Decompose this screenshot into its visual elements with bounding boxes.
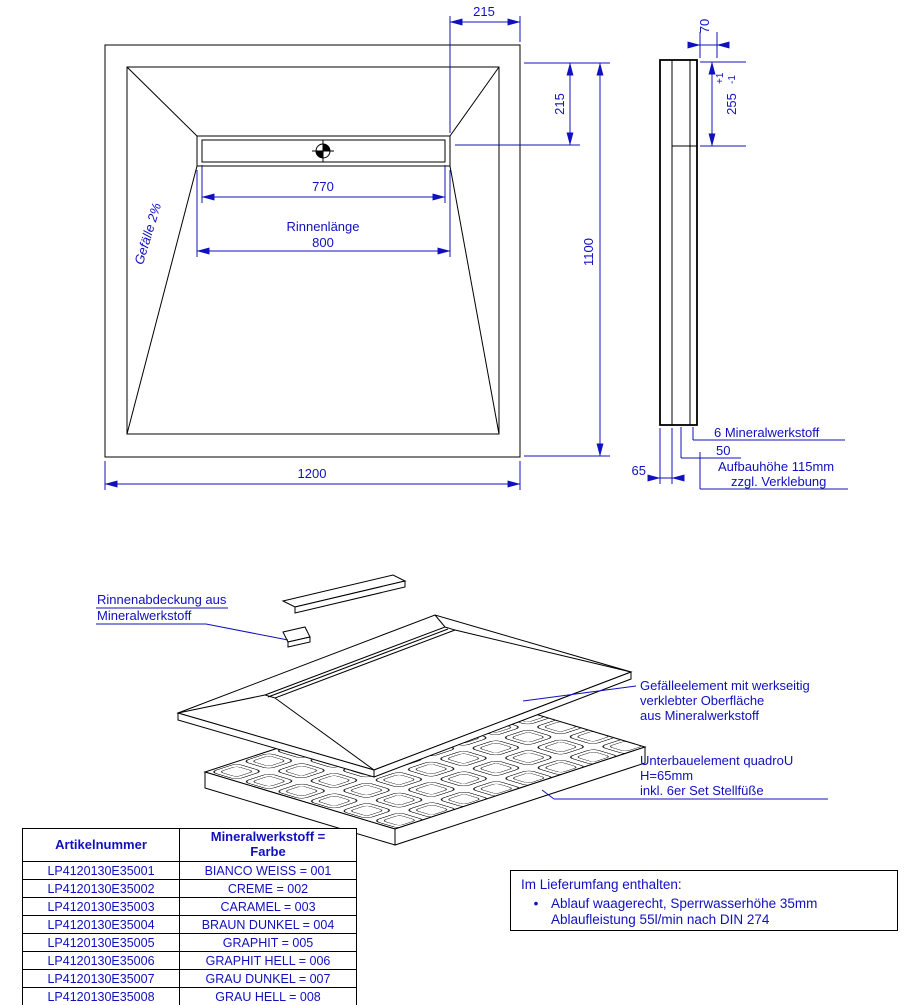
dim-770: 770 (201, 165, 446, 203)
slope-element (176, 614, 633, 778)
artikelnummer-cell: LP4120130E35002 (22, 879, 180, 898)
exploded-view: Rinnenabdeckung aus Mineralwerkstoff Gef… (96, 574, 828, 846)
cover-label-line2: Mineralwerkstoff (97, 608, 192, 623)
surface-layer-note: 6 Mineralwerkstoff (714, 425, 820, 440)
slope-annotation: Gefälle 2% (131, 201, 164, 266)
verklebung-note: zzgl. Verklebung (731, 474, 826, 489)
farbe-header-line2: Farbe (250, 844, 286, 859)
slope-right-side (373, 671, 632, 778)
delivery-item-line1: Ablauf waagerecht, Sperrwasserhöhe 35mm (551, 895, 818, 911)
dim-label-1200: 1200 (298, 466, 327, 481)
cover-front-face (294, 580, 406, 614)
delivery-scope-box: Im Lieferumfang enthalten: • Ablauf waag… (510, 870, 898, 931)
dim-1200: 1200 (104, 461, 521, 490)
table-row: LP4120130E35003 CARAMEL = 003 (22, 897, 357, 916)
section-view: 70 255 +1 -1 6 Mineralwerkstoff 50 Au (632, 19, 848, 490)
artikelnummer-cell: LP4120130E35007 (22, 969, 180, 988)
farbe-cell: CREME = 002 (179, 879, 357, 898)
cover-label: Rinnenabdeckung aus Mineralwerkstoff (96, 592, 289, 641)
plan-geometry (104, 44, 521, 458)
base-label-line3: inkl. 6er Set Stellfüße (640, 783, 764, 798)
dim-65: 65 (632, 428, 685, 484)
delivery-title: Im Lieferumfang enthalten: (521, 877, 682, 892)
table-row: LP4120130E35005 GRAPHIT = 005 (22, 933, 357, 952)
farbe-cell: BRAUN DUNKEL = 004 (179, 915, 357, 934)
note-50: 50 (680, 427, 741, 459)
artikelnummer-cell: LP4120130E35006 (22, 951, 180, 970)
artikelnummer-cell: LP4120130E35005 (22, 933, 180, 952)
section-body (659, 59, 698, 426)
artikelnummer-cell: LP4120130E35003 (22, 897, 180, 916)
farbe-header-line1: Mineralwerkstoff = (210, 829, 326, 845)
cover-label-line1: Rinnenabdeckung aus (97, 592, 227, 607)
artikelnummer-header: Artikelnummer (22, 828, 180, 862)
channel-cover (281, 574, 407, 648)
artikelnummer-cell: LP4120130E35008 (22, 987, 180, 1005)
base-label: Unterbauelement quadroU H=65mm inkl. 6er… (541, 753, 828, 800)
dim-label-215-right: 215 (552, 93, 567, 115)
table-row: LP4120130E35004 BRAUN DUNKEL = 004 (22, 915, 357, 934)
dim-label-800: 800 (312, 235, 334, 250)
artikelnummer-cell: LP4120130E35001 (22, 861, 180, 880)
tolerance-minus-label: -1 (727, 75, 738, 84)
slope-label-line2: verklebter Oberfläche (640, 693, 764, 708)
table-row: LP4120130E35008 GRAU HELL = 008 (22, 987, 357, 1005)
base-right-side (394, 746, 646, 846)
article-table: Artikelnummer Mineralwerkstoff = Farbe L… (22, 828, 357, 1005)
drain-center-mark-icon (312, 140, 334, 162)
gefaelle-label: Gefälle 2% (131, 201, 164, 266)
tolerance-plus-label: +1 (715, 72, 726, 84)
delivery-item: • Ablauf waagerecht, Sperrwasserhöhe 35m… (521, 896, 887, 928)
dim-label-215-top: 215 (473, 4, 495, 19)
delivery-item-line2: Ablaufleistung 55l/min nach DIN 274 (551, 911, 770, 927)
artikelnummer-cell: LP4120130E35004 (22, 915, 180, 934)
dim-215-top: 215 (449, 4, 521, 133)
core-layer-note: 50 (716, 443, 730, 458)
base-label-line2: H=65mm (640, 768, 693, 783)
tray-inner-edge (126, 66, 500, 435)
dim-70-top: 70 (687, 19, 730, 58)
plan-view: 215 215 770 Rinnenlänge 800 1100 (104, 4, 610, 490)
table-header-row: Artikelnummer Mineralwerkstoff = Farbe (22, 828, 357, 862)
rinnenlaenge-label: Rinnenlänge (286, 219, 359, 234)
aufbauhoehe-note: Aufbauhöhe 115mm (718, 459, 834, 474)
dim-label-255: 255 (724, 93, 739, 115)
table-row: LP4120130E35002 CREME = 002 (22, 879, 357, 898)
farbe-cell: BIANCO WEISS = 001 (179, 861, 357, 880)
note-aufbauhoehe: Aufbauhöhe 115mm zzgl. Verklebung (699, 452, 848, 490)
farbe-cell: GRAU HELL = 008 (179, 987, 357, 1005)
dim-255-tolerance: 255 +1 -1 (700, 61, 746, 147)
dim-label-770: 770 (312, 179, 334, 194)
slope-label-line3: aus Mineralwerkstoff (640, 708, 759, 723)
dim-215-right: 215 (455, 62, 610, 146)
dim-label-65: 65 (632, 463, 646, 478)
table-row: LP4120130E35007 GRAU DUNKEL = 007 (22, 969, 357, 988)
base-label-line1: Unterbauelement quadroU (640, 753, 793, 768)
table-row: LP4120130E35001 BIANCO WEISS = 001 (22, 861, 357, 880)
note-6-mineralwerkstoff: 6 Mineralwerkstoff (692, 425, 845, 441)
dim-1100: 1100 (524, 62, 610, 457)
dim-label-70: 70 (697, 19, 712, 33)
farbe-cell: GRAU DUNKEL = 007 (179, 969, 357, 988)
farbe-cell: CARAMEL = 003 (179, 897, 357, 916)
farbe-header: Mineralwerkstoff = Farbe (179, 828, 357, 862)
tray-outer-edge (104, 44, 521, 458)
farbe-cell: GRAPHIT HELL = 006 (179, 951, 357, 970)
bullet-icon: • (533, 895, 539, 911)
table-row: LP4120130E35006 GRAPHIT HELL = 006 (22, 951, 357, 970)
cover-end-piece-side (287, 636, 311, 648)
section-geometry (659, 59, 698, 426)
slope-label-line1: Gefälleelement mit werkseitig (640, 678, 810, 693)
dim-800-rinnenlaenge: Rinnenlänge 800 (196, 170, 451, 257)
farbe-cell: GRAPHIT = 005 (179, 933, 357, 952)
dim-label-1100: 1100 (581, 238, 596, 266)
drain-channel-outer (196, 135, 451, 167)
slope-label: Gefälleelement mit werkseitig verklebter… (522, 678, 810, 723)
